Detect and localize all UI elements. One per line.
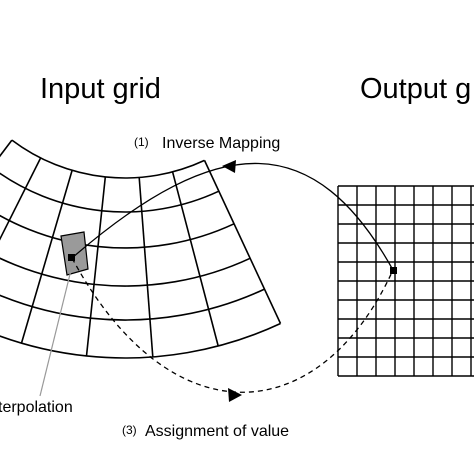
output-grid-title: Output g — [360, 73, 471, 105]
fan-ray-line — [85, 176, 107, 357]
output-grid — [337, 185, 474, 377]
inverse-mapping-arrow — [71, 162, 394, 271]
output-point — [390, 267, 397, 274]
fan-ray-line — [203, 160, 282, 324]
fan-arc-line — [0, 257, 251, 287]
step3-number: (3) — [122, 423, 137, 437]
interpolation-cell — [60, 231, 89, 276]
interpolation-label: terpolation — [0, 399, 73, 416]
fan-arc-line — [11, 139, 205, 179]
inverse-mapping-arrowhead — [222, 160, 236, 173]
step3-label: Assignment of value — [145, 423, 289, 440]
fan-ray-line — [0, 157, 42, 241]
input-point — [68, 254, 75, 261]
fan-ray-line — [171, 171, 219, 347]
fan-ray-line — [138, 177, 154, 357]
input-grid-title: Input grid — [40, 73, 161, 105]
step1-label: Inverse Mapping — [162, 135, 280, 152]
input-fan-grid — [0, 139, 282, 359]
step1-number: (1) — [134, 135, 149, 149]
interpolation-leader-line — [39, 261, 74, 397]
assignment-arrowhead — [228, 388, 242, 402]
fan-ray-line — [20, 170, 73, 344]
fan-arc-line — [0, 322, 281, 359]
assignment-arrow — [71, 257, 394, 393]
